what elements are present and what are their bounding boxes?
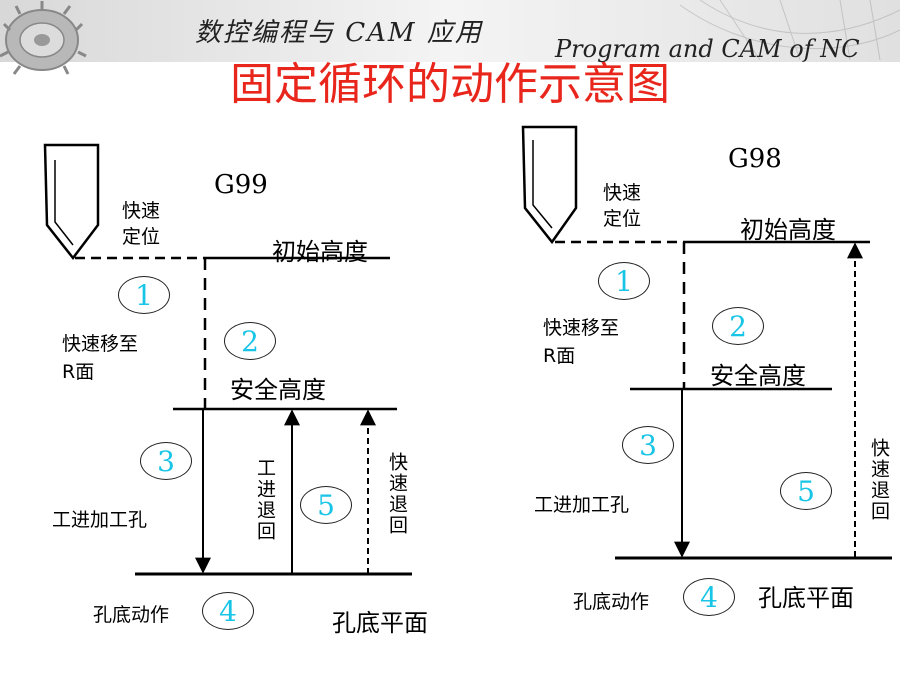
left-step-3: 3 (140, 442, 192, 480)
right-feed-drill-label: 工进加工孔 (534, 494, 630, 516)
right-step-1: 1 (598, 262, 650, 300)
left-rapid-retract-label: 快速退回 (386, 452, 408, 536)
left-bottom-plane-label: 孔底平面 (332, 609, 428, 637)
left-bottom-action-label: 孔底动作 (93, 604, 170, 626)
left-feed-drill-label: 工进加工孔 (52, 509, 148, 531)
right-drill-tool-icon (521, 125, 578, 245)
right-step-4: 4 (683, 578, 735, 616)
left-step-4: 4 (202, 592, 254, 630)
right-cycle-code: G98 (728, 144, 782, 174)
left-rapid-position-label: 快速 定位 (122, 200, 161, 248)
gear-icon (0, 1, 87, 75)
left-safe-height-label: 安全高度 (230, 376, 326, 404)
left-diagram (43, 143, 412, 576)
left-step-2: 2 (224, 322, 276, 360)
banner-subtitle-en: Program and CAM of NC (555, 35, 860, 63)
right-step-3: 3 (622, 426, 674, 464)
right-step-2: 2 (712, 307, 764, 345)
left-drill-tool-icon (43, 143, 100, 261)
right-bottom-plane-label: 孔底平面 (758, 584, 854, 612)
right-rapid-to-r-label: 快速移至 R面 (543, 317, 620, 367)
right-rapid-position-label: 快速 定位 (603, 182, 642, 230)
left-feed-retract-label: 工进退回 (254, 458, 276, 542)
banner-graphic (0, 0, 900, 75)
right-initial-height-label: 初始高度 (740, 216, 836, 244)
left-cycle-code: G99 (214, 170, 268, 200)
left-step-5: 5 (300, 486, 352, 524)
right-diagram (521, 125, 892, 560)
right-step-5: 5 (780, 472, 832, 510)
header-banner: 数控编程与 CAM 应用 Program and CAM of NC (0, 0, 900, 95)
texture-decoration (679, 0, 900, 61)
banner-subtitle-cn: 数控编程与 CAM 应用 (195, 18, 483, 48)
left-rapid-to-r-label: 快速移至 R面 (62, 333, 139, 383)
right-bottom-action-label: 孔底动作 (573, 591, 650, 613)
page-title: 固定循环的动作示意图 (230, 59, 670, 110)
right-rapid-retract-label: 快速退回 (868, 438, 890, 522)
right-safe-height-label: 安全高度 (710, 362, 806, 390)
left-step-1: 1 (118, 276, 170, 314)
left-initial-height-label: 初始高度 (272, 238, 368, 266)
